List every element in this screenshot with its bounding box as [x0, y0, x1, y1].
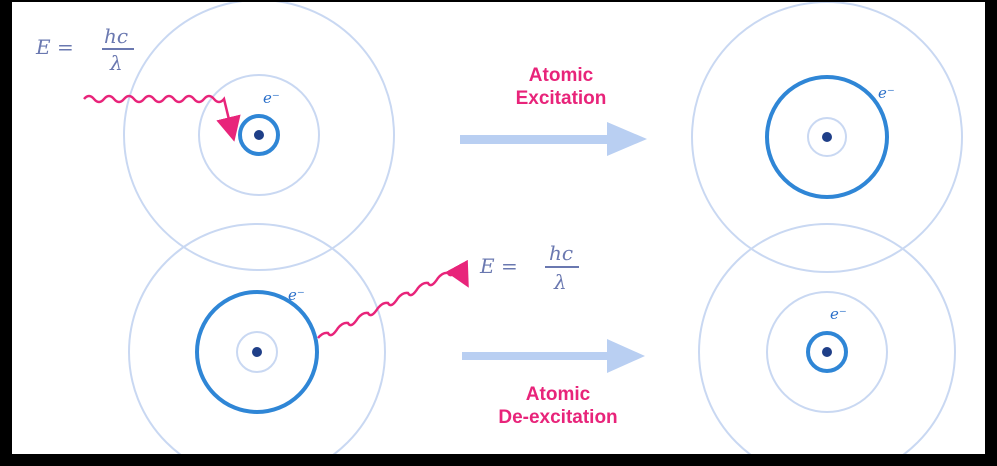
electron-label: e⁻ — [288, 286, 305, 304]
photon-wave-outgoing — [317, 259, 469, 339]
outer-orbit — [698, 223, 956, 454]
atom-bottom-left: e⁻ — [128, 223, 386, 454]
middle-orbit — [766, 291, 888, 413]
atomic-diagram-svg: e⁻ E = hc λ Atomic Excitation e⁻ e⁻ E = — [35, 2, 963, 454]
electron-label: e⁻ — [830, 305, 847, 323]
formula-numerator: hc — [104, 24, 128, 48]
photon-wave-incoming — [83, 94, 241, 142]
outer-orbit — [691, 2, 963, 273]
formula-lhs: E = — [479, 254, 518, 278]
nucleus — [252, 347, 262, 357]
deexcitation-line1: Atomic — [526, 384, 591, 405]
formula-numerator: hc — [549, 241, 573, 265]
outer-orbit — [128, 223, 386, 454]
inner-orbit — [236, 331, 278, 373]
inner-orbit — [807, 117, 847, 157]
formula-lhs: E = — [35, 35, 74, 59]
formula-denominator: λ — [553, 270, 567, 294]
nucleus — [254, 130, 264, 140]
deexcitation-line2: De-excitation — [498, 407, 617, 428]
outer-orbit — [123, 2, 395, 271]
electron-orbit-active — [765, 75, 889, 199]
nucleus — [822, 347, 832, 357]
atom-bottom-right: e⁻ — [698, 223, 956, 454]
electron-label: e⁻ — [263, 89, 280, 107]
formula-bottom: E = hc λ — [479, 241, 579, 294]
excitation-line1: Atomic — [529, 65, 594, 86]
electron-orbit-active — [195, 290, 319, 414]
excitation-line2: Excitation — [516, 88, 607, 109]
excitation-arrow — [460, 122, 647, 156]
excitation-label: Atomic Excitation — [516, 65, 607, 109]
atom-top-left: e⁻ — [123, 2, 395, 271]
electron-label: e⁻ — [878, 84, 895, 102]
deexcitation-label: Atomic De-excitation — [498, 384, 617, 428]
atom-top-right: e⁻ — [691, 2, 963, 273]
formula-top: E = hc λ — [35, 24, 134, 75]
deexcitation-arrow — [462, 339, 645, 373]
electron-orbit-active — [806, 331, 848, 373]
nucleus — [822, 132, 832, 142]
formula-denominator: λ — [109, 51, 123, 75]
middle-orbit — [198, 74, 320, 196]
